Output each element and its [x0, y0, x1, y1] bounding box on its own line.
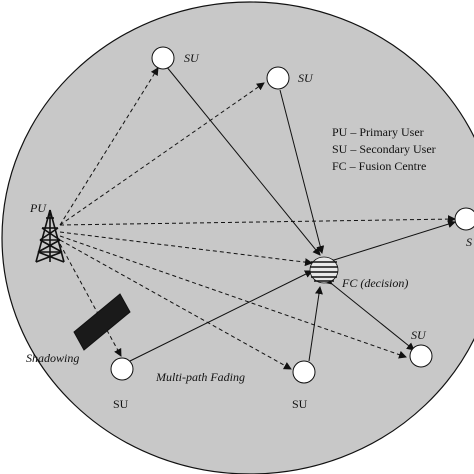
su-node-lower-right	[409, 344, 433, 368]
pu-links	[59, 67, 456, 370]
transmission-tower-icon	[35, 209, 65, 263]
shadowing-obstacle	[73, 293, 131, 351]
link-fc-su-lower-right	[324, 276, 415, 351]
pu-label: PU	[29, 201, 47, 215]
su-bottom-left-label: SU	[113, 397, 129, 411]
su-lower-right-label: SU	[411, 328, 427, 342]
su-top-right-label: SU	[298, 71, 314, 85]
legend-item-pu: PU – Primary User	[332, 125, 424, 139]
fusion-centre-icon	[309, 256, 339, 284]
shadowing-label: Shadowing	[26, 351, 79, 365]
link-pu-su-bottom-mid	[59, 239, 292, 370]
multipath-label: Multi-path Fading	[155, 370, 245, 384]
link-su-bottom-mid-fc	[308, 286, 323, 362]
su-top-label: SU	[184, 51, 200, 65]
link-pu-su-bottom-left	[59, 243, 122, 357]
link-pu-su-right	[59, 215, 456, 226]
su-node-right	[454, 207, 474, 231]
legend: PU – Primary User SU – Secondary User FC…	[332, 125, 436, 173]
su-bottom-mid-label: SU	[292, 397, 308, 411]
link-fc-su-right	[326, 220, 456, 266]
fc-links	[129, 65, 456, 362]
su-node-top-right	[266, 66, 290, 90]
legend-item-fc: FC – Fusion Centre	[332, 159, 426, 173]
su-right-label: S	[466, 235, 472, 249]
legend-item-su: SU – Secondary User	[332, 142, 436, 156]
su-node-bottom-mid	[292, 360, 316, 384]
fc-label: FC (decision)	[341, 276, 408, 290]
link-pu-su-lower-right	[59, 235, 407, 359]
link-su-top-fc	[165, 65, 321, 256]
link-pu-su-top	[59, 67, 159, 226]
link-su-top-right-fc	[279, 89, 325, 254]
link-pu-fc	[59, 231, 313, 267]
su-node-bottom-left	[110, 357, 134, 381]
su-node-top	[151, 46, 175, 70]
link-su-bottom-left-fc	[129, 270, 313, 362]
